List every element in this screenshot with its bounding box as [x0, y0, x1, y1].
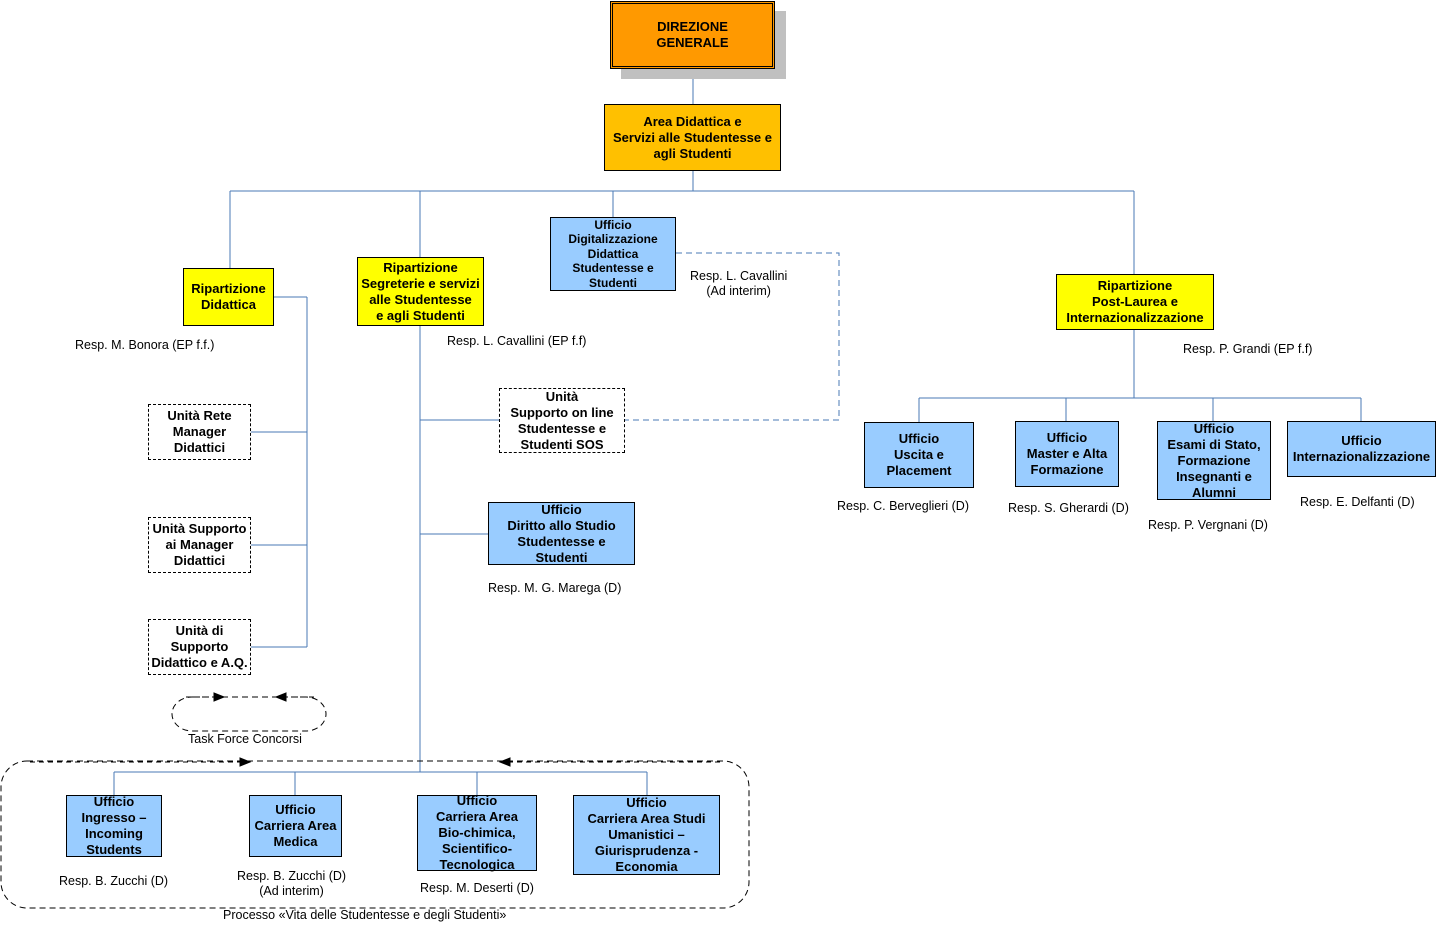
processo-label: Processo «Vita delle Studentesse e degli…: [223, 908, 507, 922]
ufficio-carriera-umanistici-box[interactable]: Ufficio Carriera Area Studi Umanistici –…: [573, 795, 720, 875]
unita-supporto-manager-box[interactable]: Unità Supporto ai Manager Didattici: [148, 517, 251, 573]
ufficio-esami-stato-resp: Resp. P. Vergnani (D): [1148, 518, 1268, 532]
ufficio-carriera-biochimica-box[interactable]: Ufficio Carriera Area Bio-chimica, Scien…: [417, 793, 537, 872]
ufficio-internazionalizzazione-resp: Resp. E. Delfanti (D): [1300, 495, 1415, 509]
ufficio-diritto-studio-resp: Resp. M. G. Marega (D): [488, 581, 622, 595]
ufficio-esami-stato-box[interactable]: Ufficio Esami di Stato, Formazione Inseg…: [1157, 421, 1271, 500]
ripartizione-segreterie-box[interactable]: Ripartizione Segreterie e servizi alle S…: [357, 257, 484, 326]
area-didattica-box[interactable]: Area Didattica e Servizi alle Studentess…: [604, 104, 781, 171]
task-force-label: Task Force Concorsi: [188, 732, 302, 746]
ripartizione-segreterie-resp: Resp. L. Cavallini (EP f.f): [447, 334, 587, 348]
ufficio-uscita-placement-box[interactable]: Ufficio Uscita e Placement: [864, 422, 974, 488]
ufficio-carriera-medica-box[interactable]: Ufficio Carriera Area Medica: [249, 795, 342, 857]
ripartizione-didattica-box[interactable]: Ripartizione Didattica: [183, 268, 274, 326]
ufficio-digitalizzazione-resp: Resp. L. Cavallini (Ad interim): [690, 269, 788, 298]
ufficio-digitalizzazione-box[interactable]: Ufficio Digitalizzazione Didattica Stude…: [550, 217, 676, 291]
ripartizione-didattica-resp: Resp. M. Bonora (EP f.f.): [75, 338, 215, 352]
unita-supporto-aq-box[interactable]: Unità di Supporto Didattico e A.Q.: [148, 619, 251, 675]
ufficio-master-resp: Resp. S. Gherardi (D): [1008, 501, 1129, 515]
ufficio-ingresso-box[interactable]: Ufficio Ingresso – Incoming Students: [66, 794, 162, 857]
ufficio-ingresso-resp: Resp. B. Zucchi (D): [59, 874, 169, 888]
ripartizione-postlaurea-resp: Resp. P. Grandi (EP f.f): [1183, 342, 1313, 356]
direzione-generale-box[interactable]: DIREZIONE GENERALE: [610, 1, 775, 69]
ripartizione-postlaurea-box[interactable]: Ripartizione Post-Laurea e Internazional…: [1056, 274, 1214, 330]
ufficio-master-box[interactable]: Ufficio Master e Alta Formazione: [1015, 421, 1119, 487]
unita-sos-box[interactable]: Unità Supporto on line Studentesse e Stu…: [499, 388, 625, 453]
ufficio-internazionalizzazione-box[interactable]: Ufficio Internazionalizzazione: [1287, 421, 1436, 477]
unita-rete-manager-box[interactable]: Unità Rete Manager Didattici: [148, 404, 251, 460]
ufficio-carriera-medica-resp: Resp. B. Zucchi (D) (Ad interim): [237, 869, 347, 898]
ufficio-diritto-studio-box[interactable]: Ufficio Diritto allo Studio Studentesse …: [488, 502, 635, 565]
ufficio-carriera-biochimica-resp: Resp. M. Deserti (D): [420, 881, 534, 895]
ufficio-uscita-placement-resp: Resp. C. Berveglieri (D): [837, 499, 969, 513]
